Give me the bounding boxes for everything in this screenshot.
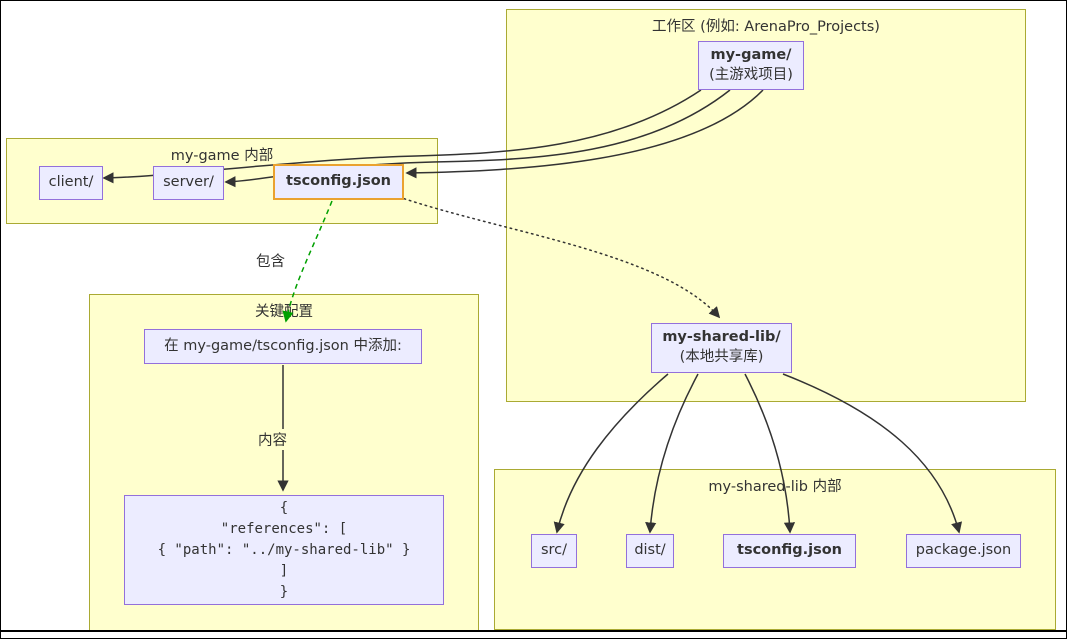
edge-tsconfig-to-my-shared-lib-dotted bbox=[398, 196, 721, 319]
node-my-shared-lib-subtitle: (本地共享库) bbox=[679, 349, 764, 365]
node-tsconfig-my-game: tsconfig.json bbox=[273, 164, 404, 200]
node-my-game-title: my-game/ bbox=[710, 46, 792, 63]
node-my-game: my-game/ (主游戏项目) bbox=[698, 41, 804, 90]
cluster-my-shared-lib-internal-label: my-shared-lib 内部 bbox=[708, 479, 842, 495]
node-server-label: server/ bbox=[163, 174, 214, 191]
code-line: { bbox=[279, 499, 289, 516]
cluster-my-game-internal-label: my-game 内部 bbox=[170, 148, 274, 164]
cluster-workspace-label: 工作区 (例如: ArenaPro_Projects) bbox=[652, 19, 880, 35]
code-line: { "path": "../my-shared-lib" } bbox=[157, 541, 411, 558]
node-my-shared-lib-title: my-shared-lib/ bbox=[662, 329, 781, 346]
node-tsconfig-shared-label: tsconfig.json bbox=[737, 542, 842, 559]
window-bottom-border bbox=[1, 630, 1066, 632]
node-dist: dist/ bbox=[626, 534, 674, 568]
edge-label-contains: 包含 bbox=[253, 250, 288, 271]
node-package-json: package.json bbox=[906, 534, 1021, 568]
node-instruction: 在 my-game/tsconfig.json 中添加: bbox=[144, 329, 422, 364]
node-code-block: { "references": [ { "path": "../my-share… bbox=[124, 495, 444, 605]
edge-my-shared-lib-to-src bbox=[553, 373, 669, 534]
node-client-label: client/ bbox=[48, 174, 94, 191]
node-server: server/ bbox=[153, 166, 224, 200]
code-line: "references": [ bbox=[220, 520, 348, 537]
edge-tsconfig-to-key-config-dashed bbox=[282, 200, 333, 323]
node-src-label: src/ bbox=[540, 542, 568, 559]
node-tsconfig-my-game-label: tsconfig.json bbox=[286, 173, 391, 190]
edge-my-shared-lib-to-package-json bbox=[782, 373, 963, 534]
edge-my-game-to-tsconfig bbox=[405, 89, 764, 179]
edge-label-content: 内容 bbox=[255, 429, 290, 450]
code-line: ] bbox=[279, 562, 289, 579]
edge-my-shared-lib-to-tsconfig bbox=[744, 373, 796, 534]
node-dist-label: dist/ bbox=[634, 542, 666, 559]
node-src: src/ bbox=[531, 534, 577, 568]
node-client: client/ bbox=[39, 166, 103, 200]
node-my-game-subtitle: (主游戏项目) bbox=[709, 66, 793, 83]
node-package-json-label: package.json bbox=[915, 542, 1012, 559]
node-instruction-label: 在 my-game/tsconfig.json 中添加: bbox=[164, 337, 402, 354]
code-line: } bbox=[279, 583, 289, 600]
node-tsconfig-shared: tsconfig.json bbox=[723, 534, 856, 568]
node-my-shared-lib: my-shared-lib/ (本地共享库) bbox=[651, 323, 792, 373]
edge-my-shared-lib-to-dist bbox=[645, 373, 699, 534]
